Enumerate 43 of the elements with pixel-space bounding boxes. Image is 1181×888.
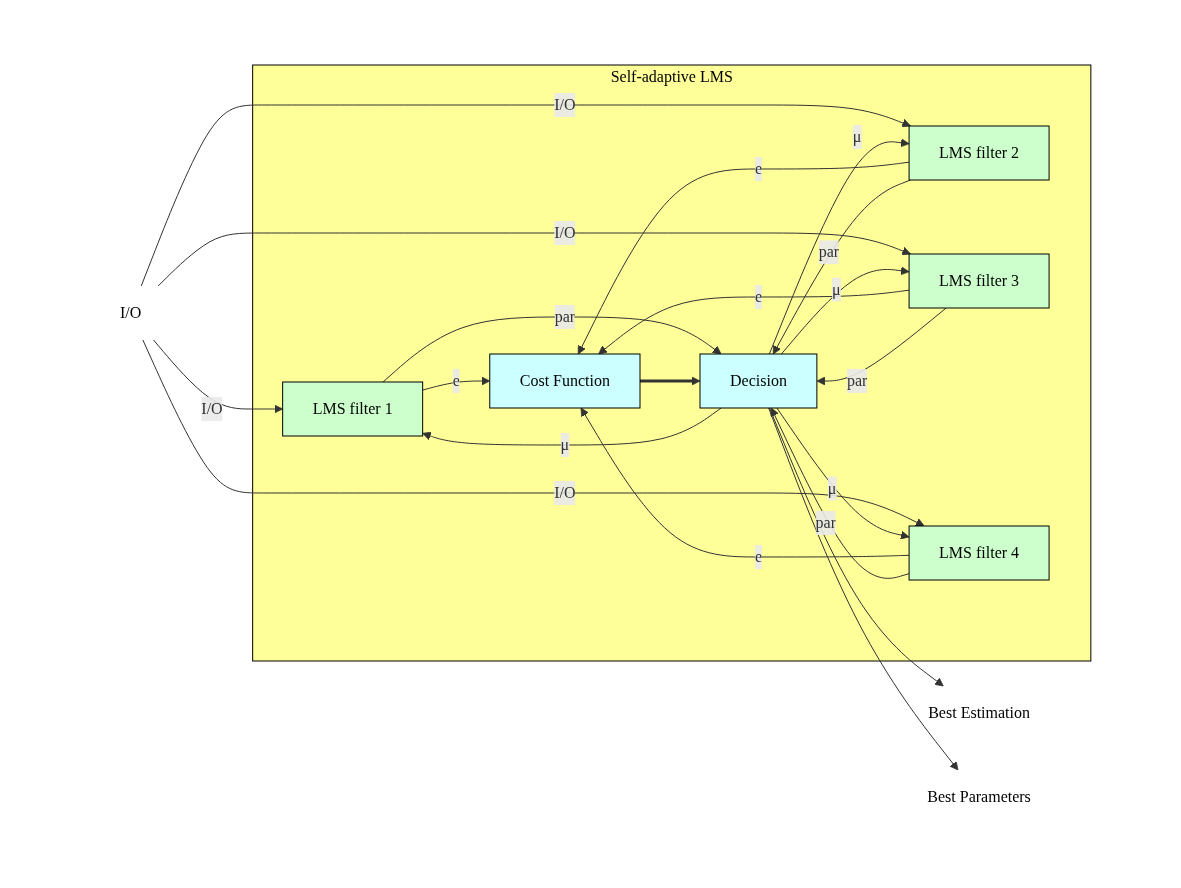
- node-box: LMS filter 3: [908, 253, 1050, 308]
- edge-label: μ: [852, 127, 862, 145]
- arrow: [769, 407, 944, 686]
- arrow: [598, 289, 910, 354]
- edge-label: e: [754, 547, 763, 565]
- node-text: Best Parameters: [927, 787, 1031, 805]
- node-text: Best Estimation: [928, 703, 1031, 721]
- arrow: [580, 407, 910, 557]
- arrow: [153, 339, 284, 413]
- arrow: [781, 265, 910, 354]
- arrow: [770, 407, 910, 579]
- node-box: LMS filter 1: [282, 381, 424, 436]
- edge-label: par: [815, 513, 837, 531]
- node-box: Decision: [699, 353, 818, 408]
- edge-label: par: [554, 307, 576, 325]
- arrow: [382, 316, 722, 382]
- arrow: [422, 407, 722, 445]
- arrow: [577, 161, 910, 354]
- arrow: [157, 232, 911, 286]
- arrow: [816, 307, 947, 385]
- edge-label: I/O: [554, 95, 576, 113]
- edge-label: par: [818, 242, 840, 260]
- arrow: [640, 376, 701, 385]
- arrow: [768, 407, 959, 770]
- edge-label: e: [754, 159, 763, 177]
- node-box: LMS filter 4: [908, 525, 1050, 580]
- arrow: [422, 376, 491, 391]
- edge-label: e: [754, 287, 763, 305]
- edge-label: e: [452, 371, 460, 389]
- node-text: I/O: [120, 303, 142, 321]
- edge-label: I/O: [554, 483, 576, 501]
- edge-label: μ: [832, 280, 841, 298]
- edge-label: μ: [827, 479, 837, 496]
- arrow: [142, 339, 925, 526]
- arrow: [776, 407, 910, 539]
- arrow: [768, 137, 910, 354]
- edge-label: I/O: [201, 399, 223, 417]
- node-box: LMS filter 2: [908, 125, 1050, 180]
- arrow: [140, 104, 911, 286]
- edge-label: I/O: [554, 223, 576, 241]
- edge-label: μ: [560, 435, 570, 453]
- node-box: Cost Function: [489, 353, 641, 408]
- edge-label: par: [846, 371, 868, 389]
